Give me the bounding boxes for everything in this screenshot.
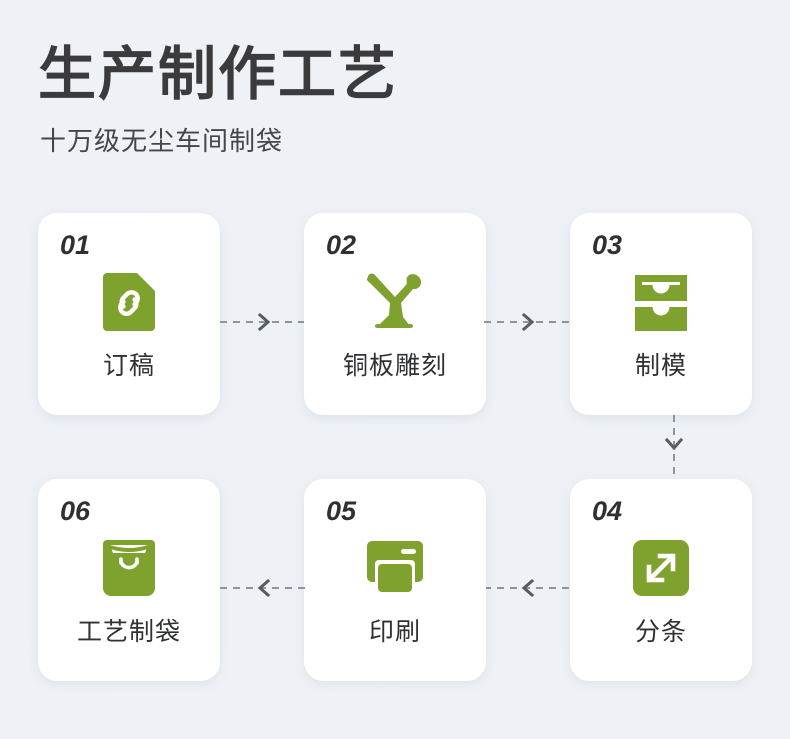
step-number: 01 xyxy=(60,230,91,260)
step-card-03[interactable]: 03 制模 xyxy=(570,213,752,415)
step-label: 印刷 xyxy=(368,618,421,646)
step-number: 05 xyxy=(326,496,357,526)
flow-row-top: 01 订稿 xyxy=(38,213,752,415)
page-header: 生产制作工艺 十万级无尘车间制袋 xyxy=(38,42,638,158)
page-title: 生产制作工艺 xyxy=(38,42,399,107)
mold-die-icon xyxy=(570,271,752,333)
step-label: 订稿 xyxy=(102,352,155,380)
step-card-01[interactable]: 01 订稿 xyxy=(38,213,220,415)
step-label: 制模 xyxy=(634,352,687,380)
document-link-icon xyxy=(38,271,220,333)
step-number: 06 xyxy=(60,496,91,526)
step-label: 工艺制袋 xyxy=(76,618,181,646)
slitting-arrows-icon xyxy=(570,537,752,599)
gap-05-06 xyxy=(220,479,304,681)
step-number: 02 xyxy=(326,230,357,260)
shopping-bag-icon xyxy=(38,537,220,599)
gap-04-05 xyxy=(486,479,570,681)
step-card-06[interactable]: 06 工艺制袋 xyxy=(38,479,220,681)
flow-row-bottom: 04 分条 xyxy=(38,479,752,681)
step-card-02[interactable]: 02 铜板雕刻 xyxy=(304,213,486,415)
step-label: 铜板雕刻 xyxy=(342,352,447,380)
page-subtitle: 十万级无尘车间制袋 xyxy=(40,125,284,156)
step-label: 分条 xyxy=(634,618,687,646)
gap-02-03 xyxy=(486,213,570,415)
process-flow-grid: 01 订稿 xyxy=(38,213,752,681)
printer-icon xyxy=(304,537,486,599)
step-number: 04 xyxy=(592,496,623,526)
engraving-burin-icon xyxy=(304,271,486,333)
step-number: 03 xyxy=(592,230,623,260)
step-card-04[interactable]: 04 分条 xyxy=(570,479,752,681)
gap-01-02 xyxy=(220,213,304,415)
connector-03-to-04 xyxy=(664,415,684,479)
step-card-05[interactable]: 05 印刷 xyxy=(304,479,486,681)
